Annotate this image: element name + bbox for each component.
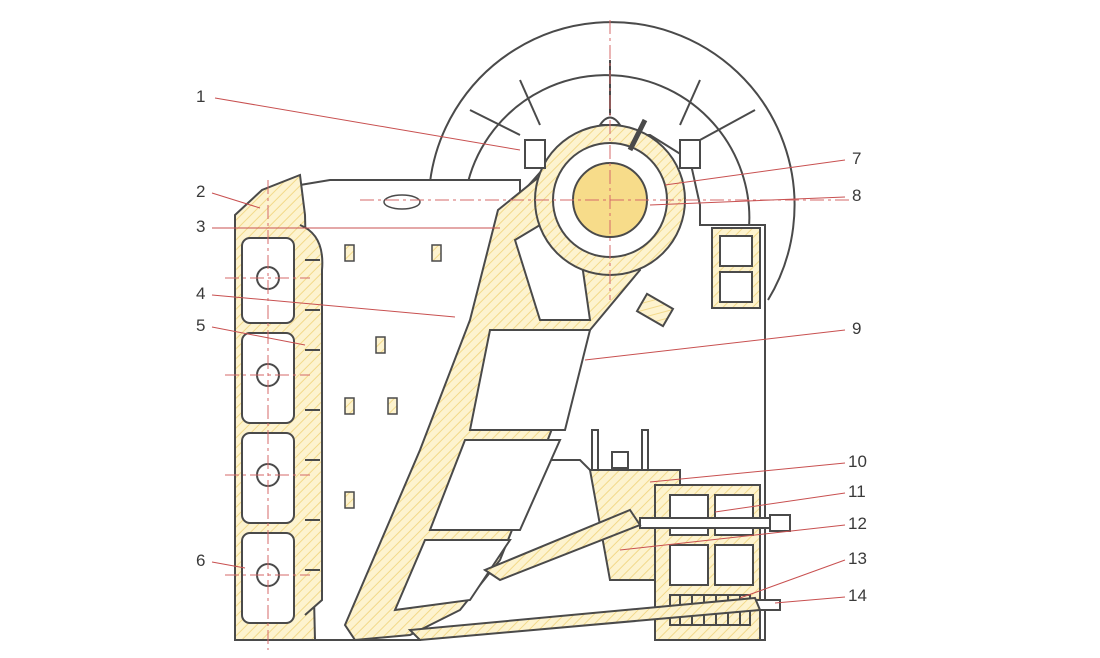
part-label-7: 7 xyxy=(852,149,862,168)
leader-lines xyxy=(211,97,846,604)
part-label-6: 6 xyxy=(196,551,206,570)
bearing-bolts xyxy=(524,116,701,169)
part-label-9: 9 xyxy=(852,319,862,338)
part-label-5: 5 xyxy=(196,316,206,335)
movable-jaw xyxy=(343,158,642,642)
flywheel xyxy=(429,21,796,301)
part-label-11: 11 xyxy=(848,482,866,501)
frame-side xyxy=(234,173,324,641)
part-label-1: 1 xyxy=(196,87,206,106)
part-label-14: 14 xyxy=(848,586,867,605)
toggle-mechanism xyxy=(407,429,791,642)
frame-bolts xyxy=(344,194,442,509)
frame-rib xyxy=(711,227,761,309)
jaw-bolt xyxy=(635,292,675,328)
part-label-13: 13 xyxy=(848,549,867,568)
part-label-12: 12 xyxy=(848,514,867,533)
part-label-10: 10 xyxy=(848,452,867,471)
part-label-3: 3 xyxy=(196,217,206,236)
part-label-2: 2 xyxy=(196,182,206,201)
part-label-8: 8 xyxy=(852,186,862,205)
part-label-4: 4 xyxy=(196,284,206,303)
